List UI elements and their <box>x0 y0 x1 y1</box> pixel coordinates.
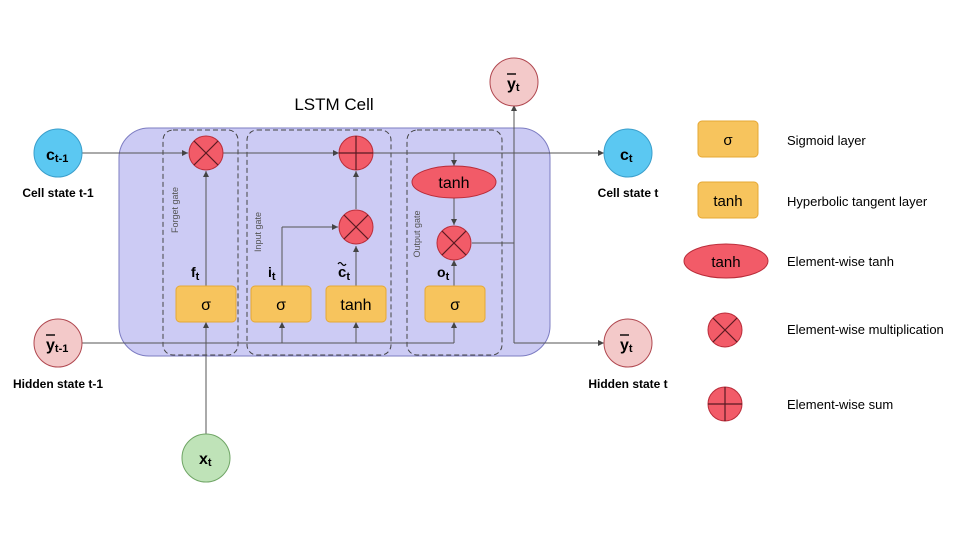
legend-multiply-label: Element-wise multiplication <box>787 322 944 337</box>
svg-text:ct: ct <box>620 147 633 165</box>
output-multiply-op <box>436 225 472 261</box>
output-sigmoid-layer: σ <box>424 285 486 323</box>
legend-sum-icon <box>707 386 743 422</box>
input-multiply-op <box>338 209 374 245</box>
cell-state-next-node: ct <box>603 128 653 178</box>
svg-text:ct-1: ct-1 <box>46 147 68 165</box>
input-gate-label: Input gate <box>253 212 263 252</box>
legend-sigmoid-label: Sigmoid layer <box>787 133 866 148</box>
hidden-state-prev-label: Hidden state t-1 <box>13 377 103 391</box>
output-sigmoid-label: σ <box>450 297 460 314</box>
signal-c-tilde: ct <box>337 261 350 283</box>
legend-multiply-icon <box>707 312 743 348</box>
svg-text:yt-1: yt-1 <box>46 337 68 355</box>
signal-f: ft <box>191 264 200 283</box>
hidden-state-prev-node: yt-1 <box>33 318 83 368</box>
signal-i: it <box>268 264 276 283</box>
cell-state-next-label: Cell state t <box>598 186 659 200</box>
cell-state-prev-label: Cell state t-1 <box>22 186 94 200</box>
svg-text:tanh: tanh <box>711 254 740 271</box>
forget-gate-label: Forget gate <box>170 187 180 233</box>
forget-gate-box <box>162 129 239 356</box>
input-sigmoid-layer: σ <box>250 285 312 323</box>
input-sigmoid-label: σ <box>276 297 286 314</box>
diagram-title: LSTM Cell <box>294 95 373 114</box>
input-x-node: xt <box>181 433 231 483</box>
candidate-tanh-label: tanh <box>340 297 371 314</box>
svg-text:yt: yt <box>507 76 520 94</box>
output-gate-label: Output gate <box>412 210 422 257</box>
forget-sigmoid-label: σ <box>201 297 211 314</box>
svg-text:ct: ct <box>338 264 350 283</box>
hidden-state-next-label: Hidden state t <box>588 377 667 391</box>
hidden-state-output-node: yt <box>489 57 539 107</box>
svg-text:yt: yt <box>620 337 633 355</box>
legend-sigmoid-icon: σ <box>697 120 759 158</box>
cell-state-prev-node: ct-1 <box>33 128 83 178</box>
tilde-mark <box>337 261 347 267</box>
cell-sum-op <box>338 135 374 171</box>
legend-tanh-op-icon: tanh <box>683 243 769 279</box>
forget-sigmoid-layer: σ <box>175 285 237 323</box>
legend-tanh-layer-icon: tanh <box>697 181 759 219</box>
legend-sum-label: Element-wise sum <box>787 397 893 412</box>
svg-text:tanh: tanh <box>713 193 742 210</box>
legend: σ Sigmoid layer tanh Hyperbolic tangent … <box>683 120 944 422</box>
svg-text:σ: σ <box>723 132 733 149</box>
output-tanh-op: tanh <box>411 165 497 199</box>
output-tanh-op-label: tanh <box>438 175 469 192</box>
candidate-tanh-layer: tanh <box>325 285 387 323</box>
signal-o: ot <box>437 264 450 283</box>
legend-tanh-layer-label: Hyperbolic tangent layer <box>787 194 928 209</box>
input-gate-box <box>246 129 392 356</box>
svg-text:xt: xt <box>199 451 212 469</box>
hidden-state-next-node: yt <box>603 318 653 368</box>
arrowheads <box>182 105 604 346</box>
forget-multiply-op <box>188 135 224 171</box>
legend-tanh-op-label: Element-wise tanh <box>787 254 894 269</box>
